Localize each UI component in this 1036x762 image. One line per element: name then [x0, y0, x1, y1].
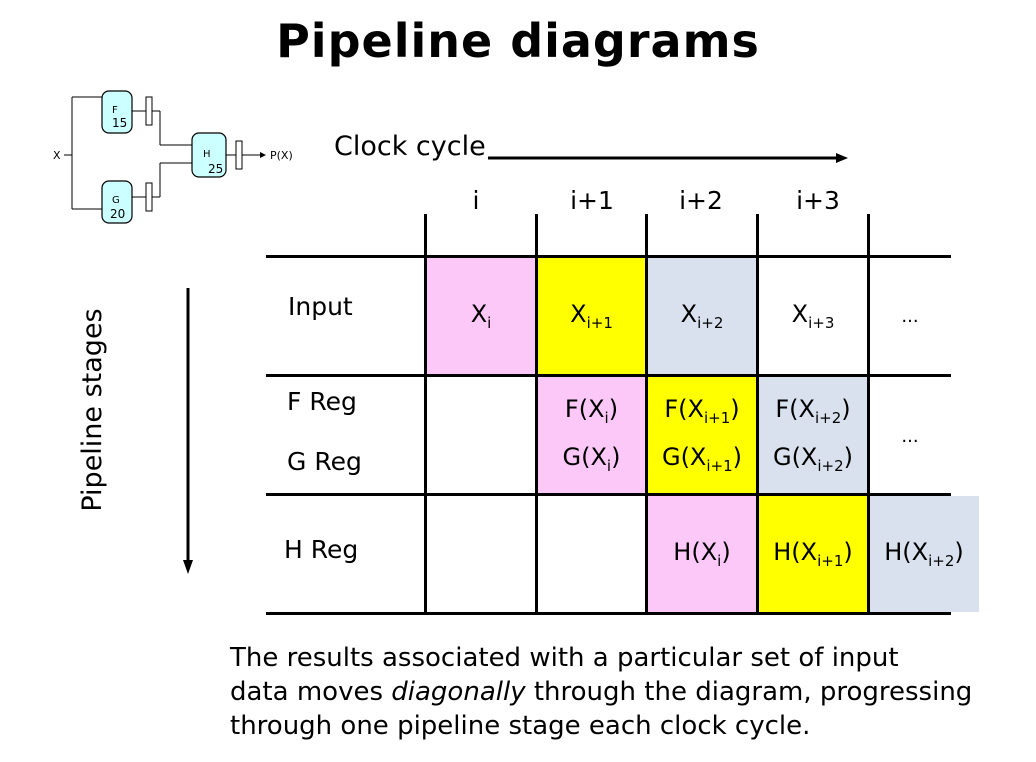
cell-h-i-plus-2-text: H(Xi+2)	[884, 538, 964, 570]
cell-input-i-text: Xi	[470, 300, 492, 332]
cell-f-i-plus-2-text: F(Xi+2)	[775, 395, 851, 427]
clock-cycle-label: Clock cycle	[334, 131, 486, 162]
h-block-delay: 25	[208, 162, 223, 176]
cell-g-i-plus-1-text: G(Xi+1)	[661, 443, 743, 475]
grid-line-top	[266, 255, 951, 258]
row-label-input: Input	[288, 292, 353, 321]
mini-circuit-diagram: X F 15 G 20 H 25 P(X)	[53, 90, 293, 224]
cell-input-i-plus-1-text: Xi+1	[570, 300, 613, 332]
grid-line-mid1	[266, 374, 951, 377]
grid-line-mid2	[266, 493, 951, 496]
cell-g-i-plus-2-text: G(Xi+2)	[772, 443, 854, 475]
g-register	[145, 182, 153, 212]
cell-g-i-text: G(Xi)	[562, 443, 621, 475]
grid-col-line-2	[535, 214, 538, 615]
cell-input-i-plus-3: Xi+3	[758, 258, 868, 374]
pipeline-stages-label: Pipeline stages	[77, 308, 108, 512]
grid-col-line-5	[867, 214, 870, 615]
row-label-g-reg: G Reg	[287, 447, 362, 476]
cell-input-i: Xi	[426, 258, 536, 374]
cell-fg-i-plus-1: F(Xi) G(Xi)	[537, 377, 646, 493]
cell-h-i-plus-3: H(Xi+1)	[758, 496, 868, 612]
column-header-i-plus-1: i+1	[570, 186, 614, 215]
row-label-h-reg: H Reg	[284, 535, 359, 564]
caption-line-3: through one pipeline stage each clock cy…	[230, 711, 811, 741]
caption: The results associated with a particular…	[230, 641, 972, 743]
column-header-i-plus-2: i+2	[679, 186, 723, 215]
caption-line-2: data moves diagonally through the diagra…	[230, 677, 973, 707]
caption-emphasis: diagonally	[391, 677, 526, 707]
grid-col-line-3	[645, 214, 648, 615]
cell-input-i-plus-1: Xi+1	[537, 258, 646, 374]
g-block-name: G	[112, 195, 120, 206]
pipeline-stages-arrow	[183, 288, 193, 574]
cell-input-i-plus-3-text: Xi+3	[791, 300, 835, 332]
clock-arrow	[488, 153, 848, 163]
cell-input-i-plus-2-text: Xi+2	[680, 300, 724, 332]
column-header-i: i	[472, 186, 480, 215]
cell-h-i-plus-1-text: H(Xi+1)	[773, 538, 853, 570]
grid-col-line-4	[756, 214, 759, 615]
cell-fg-i-plus-3: F(Xi+2) G(Xi+2)	[758, 377, 868, 493]
cell-h-i-plus-2: H(Xi)	[647, 496, 757, 612]
grid-col-line-1	[424, 214, 427, 615]
h-register	[235, 140, 243, 170]
cell-input-i-plus-2: Xi+2	[647, 258, 757, 374]
h-block-name: H	[203, 149, 211, 160]
circuit-output-label: P(X)	[270, 149, 293, 162]
g-block-delay: 20	[110, 207, 125, 221]
cell-fg-i-plus-2: F(Xi+1) G(Xi+1)	[647, 377, 757, 493]
cell-f-i-plus-1-text: F(Xi+1)	[664, 395, 740, 427]
grid-line-bottom	[266, 612, 951, 615]
cell-h-i-text: H(Xi)	[673, 538, 731, 570]
page-title: Pipeline diagrams	[276, 14, 760, 68]
f-block	[101, 90, 133, 134]
f-register	[145, 96, 153, 126]
g-block	[101, 180, 133, 224]
row-label-f-reg: F Reg	[287, 387, 357, 416]
circuit-input-label: X	[53, 149, 61, 162]
column-header-i-plus-3: i+3	[796, 186, 840, 215]
cell-input-ellipsis: ...	[901, 305, 919, 327]
cell-f-i-text: F(Xi)	[564, 395, 619, 427]
f-block-name: F	[112, 105, 118, 116]
cell-h-i-plus-4: H(Xi+2)	[869, 496, 979, 612]
cell-fg-ellipsis: ...	[901, 425, 919, 447]
caption-line-1: The results associated with a particular…	[230, 643, 899, 673]
f-block-delay: 15	[112, 116, 127, 130]
